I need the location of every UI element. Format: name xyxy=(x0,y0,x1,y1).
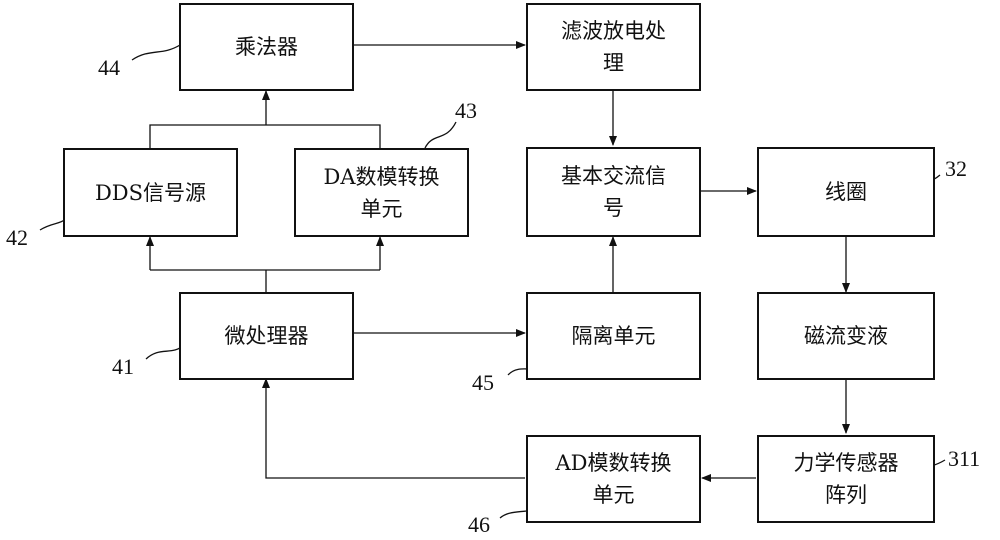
ref-number-45: 45 xyxy=(472,370,494,395)
microprocessor-label: 微处理器 xyxy=(224,324,309,348)
mr-fluid-label: 磁流变液 xyxy=(804,324,888,348)
ref-number-311: 311 xyxy=(948,446,981,471)
ref-number-43: 43 xyxy=(455,98,477,123)
ac-signal-block: 基本交流信 号 xyxy=(526,147,701,237)
ref-number-41: 41 xyxy=(112,354,134,379)
ad-converter-label: AD模数转换 单元 xyxy=(555,451,672,507)
microprocessor-block: 微处理器 xyxy=(179,292,354,380)
wire-dds-da-to-multiplier xyxy=(149,124,381,148)
dds-source-label: DDS信号源 xyxy=(94,180,207,205)
isolation-unit-block: 隔离单元 xyxy=(526,292,701,380)
sensor-array-label: 力学传感器 阵列 xyxy=(793,451,899,507)
ref-number-32: 32 xyxy=(945,156,967,181)
leader-44 xyxy=(131,44,181,61)
da-converter-block: DA数模转换 单元 xyxy=(294,148,469,237)
mr-fluid-block: 磁流变液 xyxy=(757,292,935,380)
da-converter-label: DA数模转换 单元 xyxy=(323,164,440,221)
sensor-array-block: 力学传感器 阵列 xyxy=(757,435,935,523)
multiplier-label: 乘法器 xyxy=(235,35,298,59)
coil-label: 线圈 xyxy=(825,180,867,204)
ref-number-46: 46 xyxy=(468,512,490,537)
ref-number-44: 44 xyxy=(98,55,120,80)
ref-number-42: 42 xyxy=(6,225,28,250)
filter-discharge-label: 滤波放电处 理 xyxy=(561,19,666,75)
arrow-ad-to-mcu xyxy=(262,378,525,479)
ac-signal-label: 基本交流信 号 xyxy=(561,164,666,220)
multiplier-block: 乘法器 xyxy=(179,3,354,91)
filter-discharge-block: 滤波放电处 理 xyxy=(526,3,701,91)
ad-converter-block: AD模数转换 单元 xyxy=(526,435,701,523)
coil-block: 线圈 xyxy=(757,147,935,237)
isolation-unit-label: 隔离单元 xyxy=(571,324,656,348)
dds-source-block: DDS信号源 xyxy=(63,148,238,237)
leader-43 xyxy=(424,121,457,149)
